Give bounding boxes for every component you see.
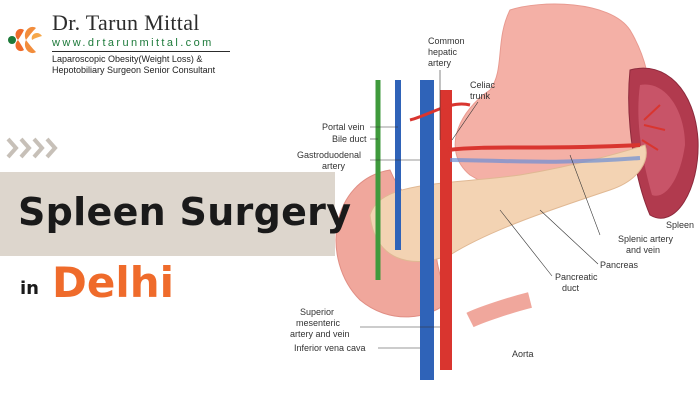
anatomy-illustration: Common hepatic artery Celiac trunk Porta… — [290, 3, 699, 380]
label-superior-mesenteric: Superior — [300, 307, 334, 317]
svg-text:mesenteric: mesenteric — [296, 318, 341, 328]
label-pancreatic-duct: Pancreatic — [555, 272, 598, 282]
brand-subtitle: Laparoscopic Obesity(Weight Loss) & Hepo… — [52, 54, 215, 76]
label-common-hepatic: Common — [428, 36, 465, 46]
svg-text:Common: Common — [428, 36, 465, 46]
chevron-right-icon — [19, 137, 32, 159]
brand-url[interactable]: www.drtarunmittal.com — [52, 37, 214, 49]
label-spleen: Spleen — [666, 220, 694, 230]
chevron-right-icon — [6, 137, 19, 159]
page-title: Spleen Surgery — [18, 190, 352, 234]
chevron-row — [6, 137, 58, 159]
chevron-right-icon — [32, 137, 45, 159]
label-splenic: Splenic artery — [618, 234, 674, 244]
label-inferior-vena-cava: Inferior vena cava — [294, 343, 366, 353]
brand-name: Dr. Tarun Mittal — [52, 10, 200, 35]
label-gastroduodenal: Gastroduodenal — [297, 150, 361, 160]
svg-text:Pancreatic: Pancreatic — [555, 272, 598, 282]
svg-text:artery and vein: artery and vein — [290, 329, 350, 339]
headline-band — [0, 172, 335, 256]
svg-text:Splenic artery: Splenic artery — [618, 234, 674, 244]
label-bile-duct: Bile duct — [332, 134, 367, 144]
brand-header: Dr. Tarun Mittal www.drtarunmittal.com L… — [6, 8, 236, 78]
svg-text:hepatic: hepatic — [428, 47, 458, 57]
headline-city: Delhi — [52, 258, 175, 307]
brand-subtitle-line2: Hepotobiliary Surgeon Senior Consultant — [52, 65, 216, 75]
label-portal-vein: Portal vein — [322, 122, 365, 132]
svg-text:and vein: and vein — [626, 245, 660, 255]
label-pancreas: Pancreas — [600, 260, 639, 270]
svg-text:artery: artery — [428, 58, 452, 68]
svg-text:artery: artery — [322, 161, 346, 171]
headline-connector: in — [20, 278, 39, 299]
svg-text:duct: duct — [562, 283, 580, 293]
droplet-cluster-icon — [8, 26, 42, 54]
svg-text:Gastroduodenal: Gastroduodenal — [297, 150, 361, 160]
label-celiac-trunk: Celiac — [470, 80, 496, 90]
chevron-right-icon — [45, 137, 58, 159]
brand-subtitle-line1: Laparoscopic Obesity(Weight Loss) & — [52, 54, 203, 64]
svg-text:Celiac: Celiac — [470, 80, 496, 90]
brand-divider — [52, 51, 230, 52]
svg-text:Superior: Superior — [300, 307, 334, 317]
label-aorta: Aorta — [512, 349, 534, 359]
svg-text:trunk: trunk — [470, 91, 491, 101]
